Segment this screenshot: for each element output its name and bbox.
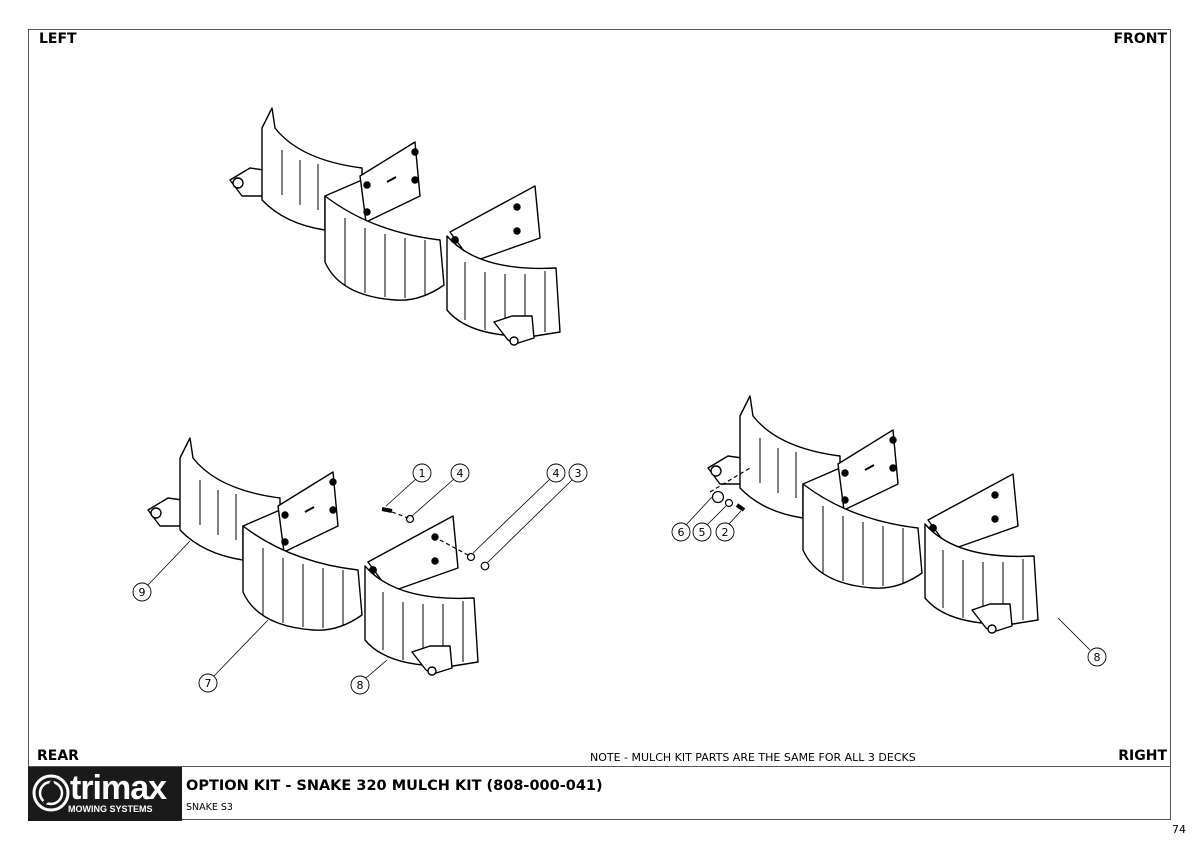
logo-swirl-icon [32, 774, 70, 812]
callout-8: 8 [1087, 647, 1107, 667]
svg-text:7: 7 [205, 677, 212, 690]
corner-label-front: FRONT [1113, 31, 1167, 47]
svg-text:9: 9 [139, 586, 146, 599]
svg-text:4: 4 [553, 467, 560, 480]
logo-tagline: MOWING SYSTEMS [68, 804, 153, 814]
corner-label-rear: REAR [37, 748, 79, 764]
page-number: 74 [1172, 823, 1186, 836]
drawing-frame [28, 29, 1171, 820]
leader-lines [147, 478, 1091, 679]
drawing-title: OPTION KIT - SNAKE 320 MULCH KIT (808-00… [186, 778, 603, 794]
callout-4: 4 [546, 463, 566, 483]
title-block: trimax MOWING SYSTEMS OPTION KIT - SNAKE… [28, 766, 1171, 821]
svg-text:3: 3 [575, 467, 582, 480]
svg-text:8: 8 [357, 679, 364, 692]
assembly-view-top [229, 107, 561, 346]
svg-text:4: 4 [457, 467, 464, 480]
callout-5: 5 [692, 522, 712, 542]
callout-2: 2 [715, 522, 735, 542]
trimax-logo: trimax MOWING SYSTEMS [28, 767, 182, 821]
corner-label-left: LEFT [39, 31, 77, 47]
assembly-view-right [707, 395, 1039, 634]
exploded-hardware [381, 467, 751, 571]
callout-7: 7 [198, 673, 218, 693]
callout-4: 4 [450, 463, 470, 483]
drawing-subtitle: SNAKE S3 [186, 802, 233, 813]
callout-6: 6 [671, 522, 691, 542]
corner-label-right: RIGHT [1118, 748, 1167, 764]
note-text: NOTE - MULCH KIT PARTS ARE THE SAME FOR … [590, 751, 916, 764]
svg-text:1: 1 [419, 467, 426, 480]
logo-brand: trimax [70, 769, 167, 807]
svg-text:6: 6 [678, 526, 685, 539]
callout-9: 9 [132, 582, 152, 602]
svg-text:8: 8 [1094, 651, 1101, 664]
callout-8: 8 [350, 675, 370, 695]
callout-3: 3 [568, 463, 588, 483]
callout-1: 1 [412, 463, 432, 483]
svg-text:5: 5 [699, 526, 706, 539]
svg-text:2: 2 [722, 526, 729, 539]
